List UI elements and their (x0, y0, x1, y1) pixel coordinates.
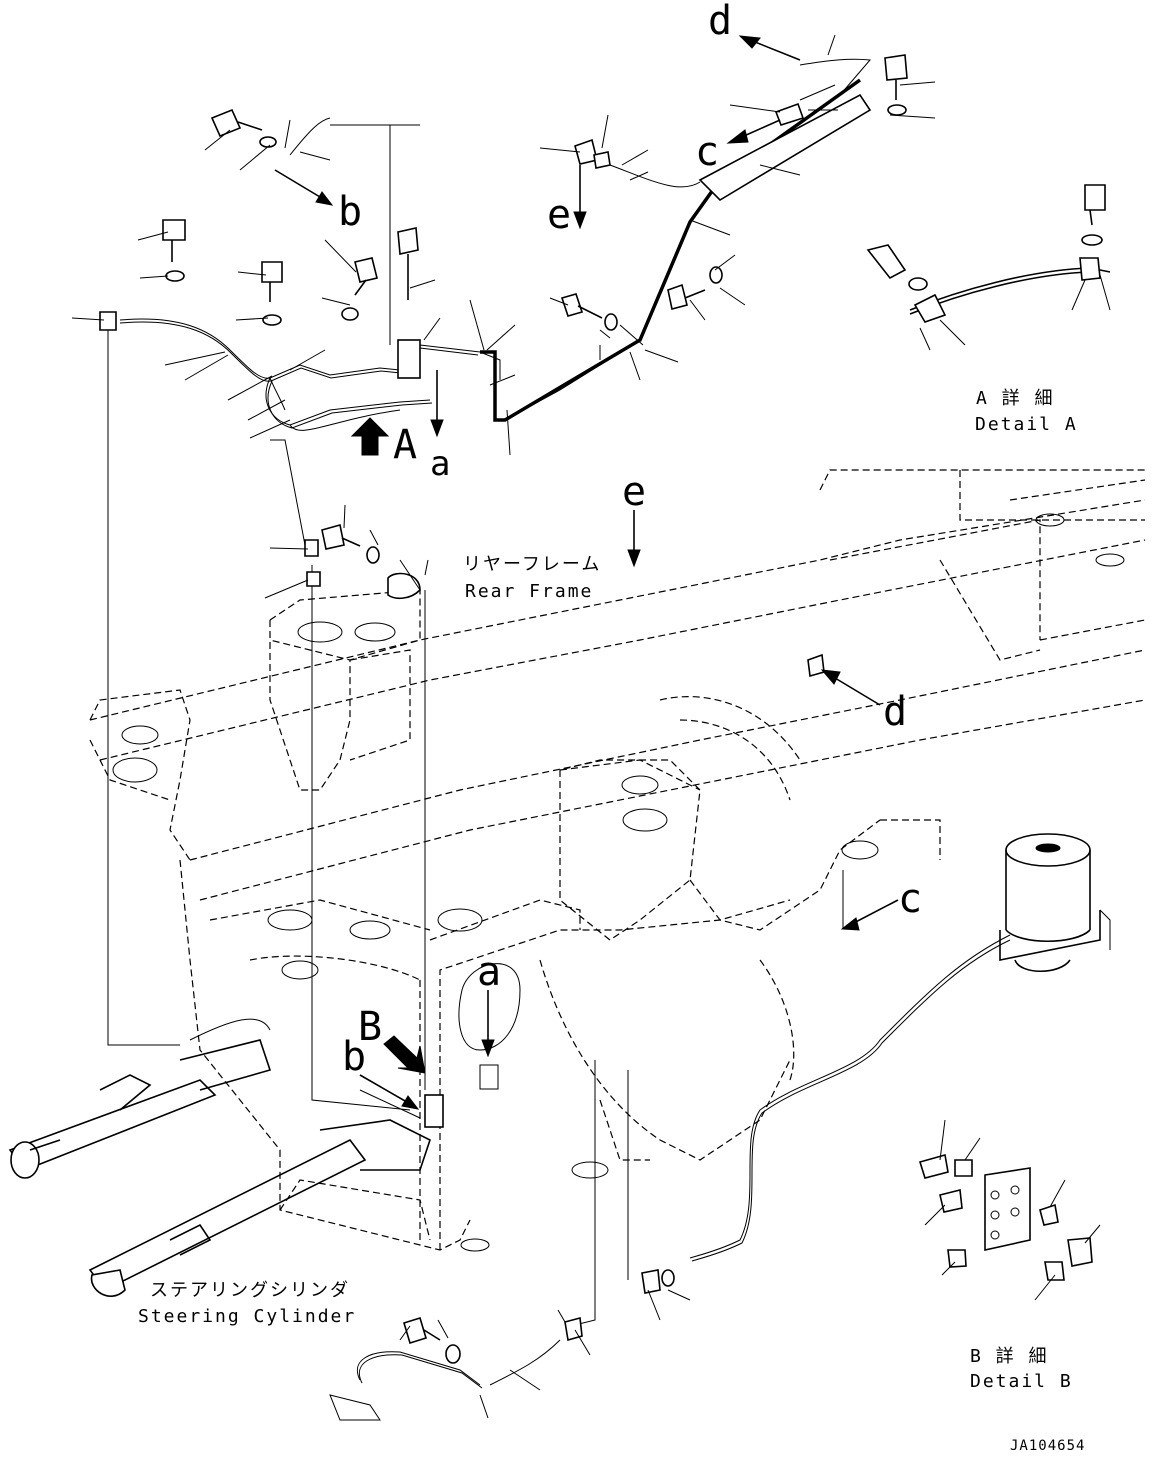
steering-cylinders (8, 1018, 431, 1297)
steering-cylinder-caption-jp: ステアリングシリンダ (150, 1280, 350, 1301)
label-c-top: c (695, 129, 719, 175)
drawing-id: JA104654 (1010, 1438, 1085, 1454)
label-b-top: b (338, 189, 362, 235)
detail-b-caption-jp: B 詳 細 (970, 1346, 1049, 1367)
detail-b-caption-en: Detail B (970, 1371, 1073, 1392)
label-b-mid: b (342, 1034, 366, 1080)
steering-cylinder-caption-en: Steering Cylinder (138, 1306, 356, 1327)
detail-a-caption-en: Detail A (975, 414, 1078, 435)
rear-frame-caption-jp: リヤーフレーム (463, 554, 601, 575)
reference-letters: d c e b A a e d c a B b (338, 0, 922, 1080)
label-d-top: d (708, 0, 732, 44)
captions: A 詳 細 Detail A リヤーフレーム Rear Frame ステアリング… (138, 388, 1085, 1454)
label-B-main: B (358, 1004, 382, 1050)
rear-frame-caption-en: Rear Frame (465, 581, 593, 602)
arrows (274, 35, 899, 1110)
detail-b-drawing (918, 1119, 1101, 1301)
fasteners (99, 54, 908, 1421)
leader-lines (71, 34, 936, 1419)
grease-pump (999, 833, 1111, 972)
rear-frame-drawing (89, 469, 1146, 1252)
detail-a-caption-jp: A 詳 細 (976, 388, 1055, 409)
label-a-top: a (430, 444, 450, 484)
label-e-mid: e (622, 469, 646, 515)
label-e-top: e (547, 192, 571, 238)
lube-lines (107, 330, 1011, 1326)
upper-lube-harness (119, 58, 872, 431)
label-d-mid: d (883, 689, 907, 735)
label-c-mid: c (898, 876, 922, 922)
detail-a-drawing (866, 184, 1111, 351)
label-a-mid: a (477, 949, 501, 995)
label-A-main: A (393, 422, 417, 468)
